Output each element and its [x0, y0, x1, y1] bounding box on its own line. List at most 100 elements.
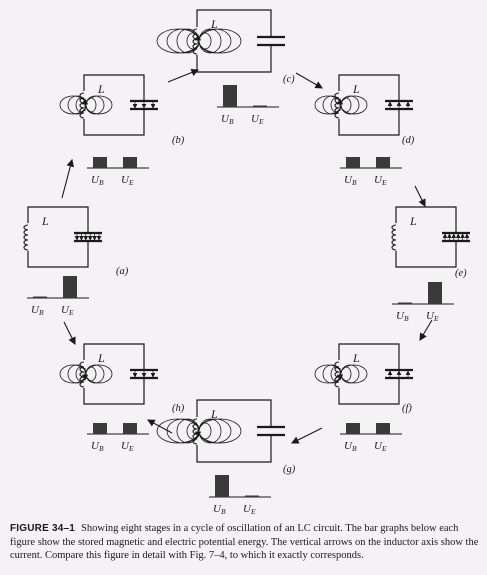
magnetic-field-line: [67, 95, 87, 115]
magnetic-energy-label: UB: [396, 310, 409, 323]
cycle-arrow: [414, 185, 426, 207]
inductor-coil-turn: [79, 371, 85, 378]
magnetic-energy-label: UB: [213, 503, 226, 516]
stage-label: (h): [172, 403, 185, 414]
inductor-label: L: [97, 351, 105, 365]
magnetic-energy-subscript: B: [221, 507, 226, 516]
magnetic-field-line: [198, 418, 242, 444]
magnetic-energy-subscript: B: [229, 117, 234, 126]
magnetic-energy-bar: [33, 296, 47, 298]
electric-energy-subscript: E: [128, 178, 134, 187]
circuit-wire: [83, 74, 145, 136]
magnetic-field-line: [340, 95, 368, 115]
stage-label: (f): [402, 403, 412, 414]
magnetic-field-line: [166, 418, 200, 444]
electric-energy-bar: [63, 276, 77, 298]
inductor-coil-turn: [391, 224, 397, 231]
cycle-arrow: [291, 427, 323, 444]
magnetic-energy-label: UB: [91, 440, 104, 453]
electric-energy-bar: [123, 423, 137, 434]
cycle-arrow: [147, 419, 173, 434]
magnetic-energy-bar: [346, 157, 360, 168]
stage-label: (d): [402, 135, 415, 146]
magnetic-field-line: [85, 364, 113, 384]
magnetic-energy-label: UB: [31, 304, 44, 317]
electric-energy-label: UE: [374, 174, 387, 187]
inductor-coil-turn: [79, 102, 85, 109]
inductor-coil-turn: [334, 381, 340, 388]
inductor-coil-turn: [23, 239, 29, 246]
electric-energy-label: UE: [121, 174, 134, 187]
magnetic-field-line: [198, 418, 232, 444]
magnetic-energy-subscript: B: [99, 178, 104, 187]
circuit-wire: [338, 343, 400, 405]
electric-energy-subscript: E: [68, 308, 74, 317]
cycle-arrow: [61, 158, 75, 199]
magnetic-field-line: [322, 364, 342, 384]
inductor-label: L: [210, 17, 218, 31]
magnetic-energy-subscript: B: [352, 444, 357, 453]
magnetic-field-line: [198, 418, 222, 444]
magnetic-energy-bar: [93, 157, 107, 168]
stage-b: L (b) UB UE: [59, 74, 185, 187]
circuit-wire: [83, 343, 145, 405]
electric-energy-subscript: E: [381, 178, 387, 187]
inductor-coil-turn: [391, 244, 397, 251]
stage-label: (c): [283, 74, 295, 85]
inductor-coil-turn: [192, 38, 198, 45]
electric-energy-bar: [428, 282, 442, 304]
inductor-coil-turn: [23, 234, 29, 241]
inductor-coil-turn: [79, 381, 85, 388]
magnetic-energy-label: UB: [91, 174, 104, 187]
electric-energy-label: UE: [243, 503, 256, 516]
stage-label: (g): [283, 464, 296, 475]
magnetic-energy-label: UB: [344, 440, 357, 453]
magnetic-field-line: [85, 364, 105, 384]
magnetic-energy-bar: [93, 423, 107, 434]
cycle-arrows: [61, 68, 433, 444]
cycle-arrow: [63, 321, 76, 345]
electric-energy-bar: [123, 157, 137, 168]
inductor-label: L: [97, 82, 105, 96]
magnetic-field-line: [85, 95, 113, 115]
circuit-wire: [338, 74, 400, 136]
magnetic-field-line: [198, 28, 242, 54]
circuit-wire: [196, 9, 272, 73]
magnetic-energy-subscript: B: [352, 178, 357, 187]
inductor-coil-turn: [334, 112, 340, 119]
inductor-coil-turn: [334, 102, 340, 109]
electric-energy-label: UE: [121, 440, 134, 453]
magnetic-field-line: [340, 95, 360, 115]
figure-number: FIGURE 34–1: [10, 523, 76, 534]
magnetic-field-line: [322, 95, 342, 115]
stage-label: (b): [172, 135, 185, 146]
inductor-coil-turn: [391, 229, 397, 236]
magnetic-field-line: [340, 364, 360, 384]
magnetic-field-line: [59, 364, 87, 384]
inductor-label: L: [409, 214, 417, 228]
stage-label: (e): [455, 268, 467, 279]
electric-energy-subscript: E: [433, 314, 439, 323]
inductor-label: L: [352, 351, 360, 365]
inductor-coil-turn: [192, 428, 198, 435]
magnetic-field-line: [176, 28, 200, 54]
inductor-coil-turn: [23, 229, 29, 236]
circuit-wire: [196, 399, 272, 463]
stage-h: L (h) UB UE: [59, 343, 185, 453]
magnetic-energy-bar: [346, 423, 360, 434]
inductor-coil-turn: [79, 112, 85, 119]
electric-energy-bar: [245, 495, 259, 497]
magnetic-field-line: [314, 95, 342, 115]
electric-energy-subscript: E: [128, 444, 134, 453]
stage-g: L (g) UB UE: [156, 399, 296, 516]
cycle-arrow: [295, 72, 323, 89]
inductor-label: L: [210, 407, 218, 421]
magnetic-field-line: [314, 364, 342, 384]
